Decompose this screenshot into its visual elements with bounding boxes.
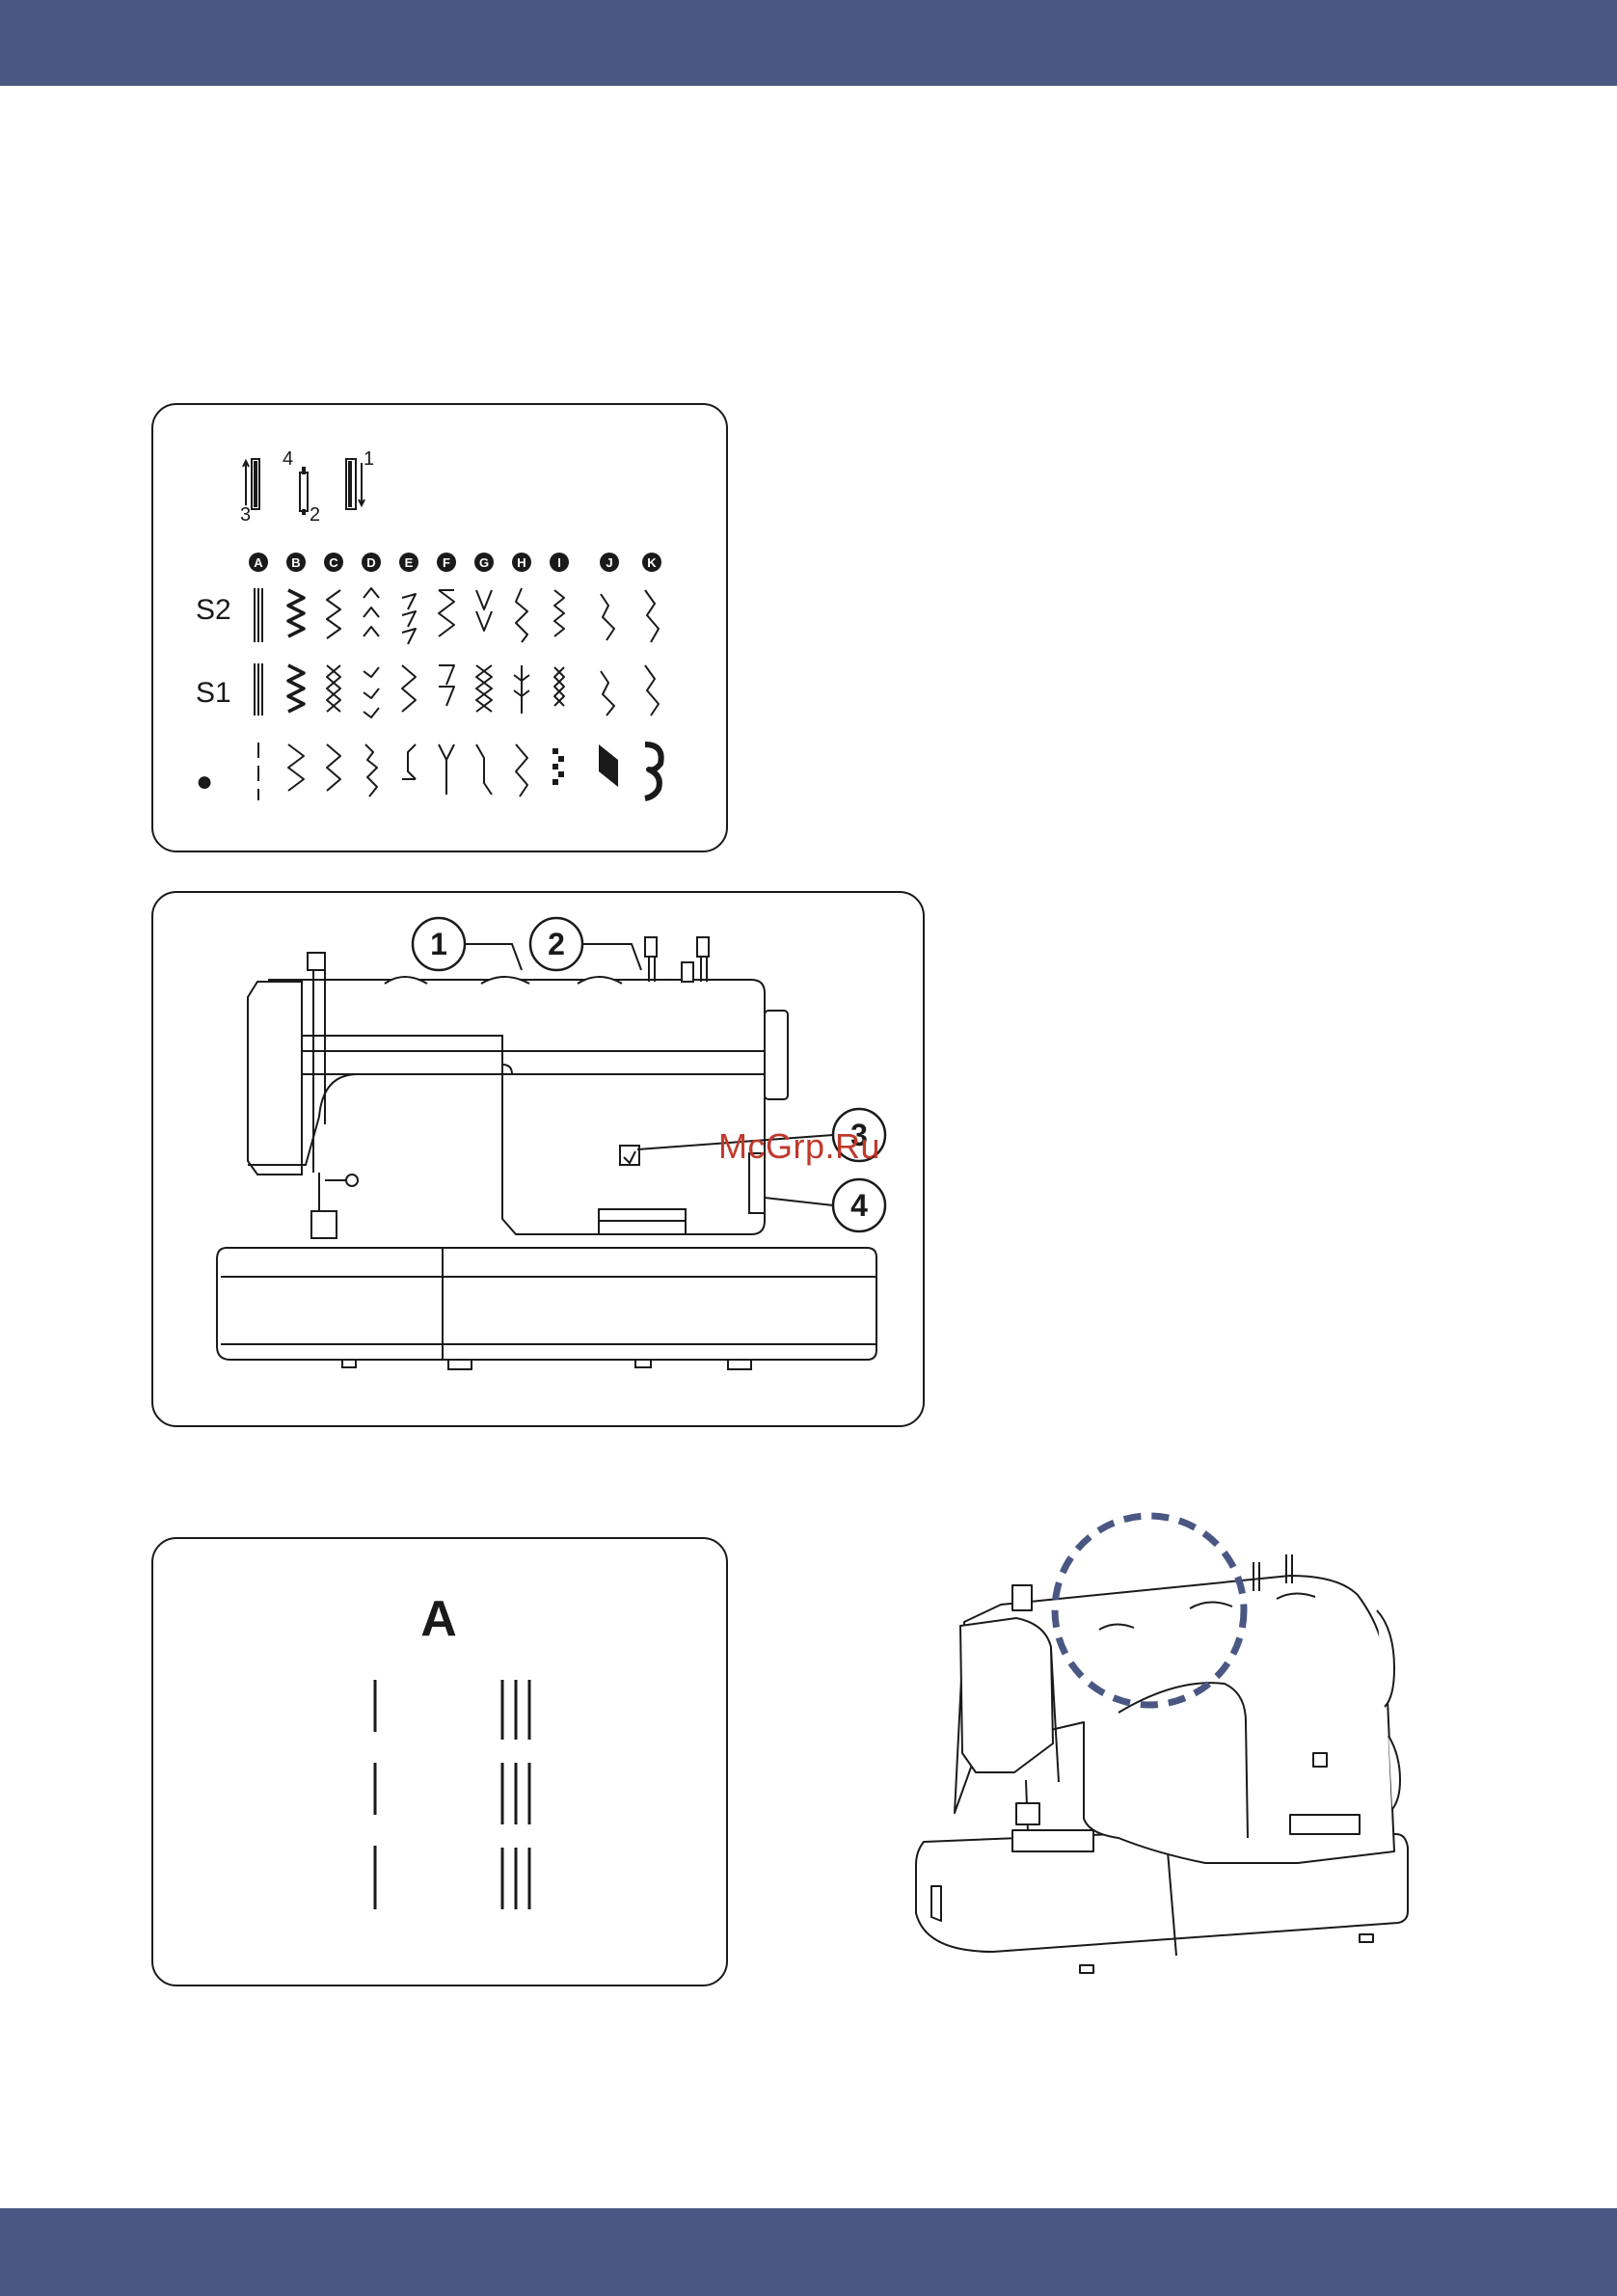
column-label-j: J bbox=[606, 555, 612, 570]
stitch-f bbox=[439, 590, 454, 795]
stitch-k bbox=[645, 590, 661, 798]
stitch-glyph-grid bbox=[255, 588, 661, 800]
column-label-i: I bbox=[557, 555, 561, 570]
stitch-b bbox=[288, 590, 304, 791]
straight-stitch-lines bbox=[375, 1680, 529, 1909]
stitch-chart-figure: 3 4 2 1 A B C D E F G H I J K S2 S1 bbox=[153, 405, 730, 854]
stitch-d bbox=[364, 588, 379, 797]
stitch-c bbox=[327, 590, 340, 791]
row-label-s1: S1 bbox=[196, 677, 231, 709]
position-label-4: 4 bbox=[283, 448, 293, 470]
stitch-i-block-5 bbox=[552, 779, 558, 785]
straight-stitch-figure: A bbox=[153, 1539, 730, 1988]
stitch-e bbox=[402, 594, 416, 779]
column-label-d: D bbox=[366, 555, 375, 570]
callout-2-label: 2 bbox=[548, 927, 565, 961]
row-label-standard: ● bbox=[196, 766, 213, 797]
column-label-e: E bbox=[405, 555, 414, 570]
position-label-2: 2 bbox=[310, 504, 320, 526]
footer-band bbox=[0, 2208, 1617, 2296]
position-label-3: 3 bbox=[240, 504, 251, 526]
callout-4-label: 4 bbox=[850, 1188, 868, 1223]
column-badges bbox=[249, 553, 661, 572]
watermark: McGrp.Ru bbox=[718, 1126, 880, 1167]
column-label-b: B bbox=[291, 555, 300, 570]
stitch-i bbox=[554, 590, 564, 706]
stitch-i-block-4 bbox=[558, 771, 564, 777]
column-label-f: F bbox=[443, 555, 450, 570]
stitch-i-block-3 bbox=[552, 764, 558, 770]
row-label-s2: S2 bbox=[196, 594, 231, 626]
column-label-k: K bbox=[647, 555, 657, 570]
stitch-a bbox=[255, 588, 262, 800]
stitch-i-block-1 bbox=[552, 748, 558, 754]
needle-position-icons bbox=[243, 459, 364, 515]
column-label-c: C bbox=[329, 555, 338, 570]
column-label-g: G bbox=[479, 555, 489, 570]
stitch-j bbox=[599, 594, 618, 787]
stitch-i-block-2 bbox=[558, 756, 564, 762]
stitch-g bbox=[476, 590, 492, 795]
callout-1-label: 1 bbox=[430, 927, 447, 961]
straight-stitch-panel: A bbox=[151, 1537, 728, 1986]
stitch-h bbox=[514, 588, 529, 797]
header-band bbox=[0, 0, 1617, 86]
stitch-letter-a: A bbox=[420, 1591, 457, 1647]
stitch-chart-panel: 3 4 2 1 A B C D E F G H I J K S2 S1 bbox=[151, 403, 728, 852]
position-label-1: 1 bbox=[364, 448, 374, 470]
column-label-a: A bbox=[254, 555, 263, 570]
highlight-dashed-circle bbox=[1055, 1516, 1244, 1705]
column-label-h: H bbox=[517, 555, 526, 570]
